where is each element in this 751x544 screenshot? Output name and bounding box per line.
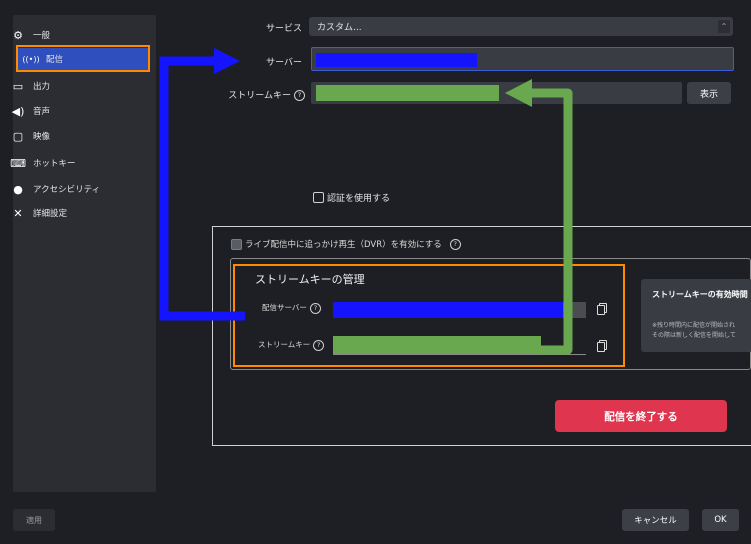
server-label: サーバー bbox=[266, 58, 302, 68]
sidebar-item-label: アクセシビリティ bbox=[33, 185, 101, 195]
help-icon[interactable]: ? bbox=[309, 302, 321, 314]
dvr-label: ライブ配信中に追っかけ再生（DVR）を有効にする? bbox=[245, 238, 461, 250]
sidebar-item-video[interactable]: ▢ 映像 bbox=[5, 125, 137, 147]
settings-sidebar bbox=[13, 15, 156, 492]
stream-key-manage-title: ストリームキーの管理 bbox=[255, 273, 365, 286]
chevron-updown-icon: ⌃ bbox=[718, 20, 730, 33]
manage-stream-key-field[interactable] bbox=[333, 336, 586, 355]
output-icon: ▭ bbox=[12, 79, 24, 93]
service-label: サービス bbox=[265, 24, 302, 34]
stream-key-input[interactable] bbox=[311, 82, 682, 104]
copy-icon[interactable] bbox=[597, 340, 607, 352]
sidebar-item-label: 音声 bbox=[33, 107, 51, 117]
blue-arrow-path bbox=[159, 56, 245, 321]
sidebar-item-output[interactable]: ▭ 出力 bbox=[5, 75, 137, 97]
sidebar-item-label: 一般 bbox=[33, 31, 51, 41]
manage-stream-key-redaction bbox=[333, 336, 541, 354]
broadcast-icon: ((•)) bbox=[22, 54, 40, 64]
copy-icon[interactable] bbox=[597, 303, 607, 315]
use-auth-checkbox[interactable] bbox=[313, 192, 324, 203]
sidebar-item-hotkeys[interactable]: ⌨ ホットキー bbox=[5, 152, 137, 174]
validity-title: ストリームキーの有効時間 bbox=[652, 290, 748, 299]
sidebar-item-label: 配信 bbox=[46, 55, 64, 65]
accessibility-icon: ● bbox=[13, 182, 23, 196]
sidebar-item-label: 出力 bbox=[33, 82, 51, 92]
stream-key-validity-panel bbox=[641, 279, 751, 352]
distribution-server-label: 配信サーバー? bbox=[262, 302, 321, 314]
sidebar-item-advanced[interactable]: ✕ 詳細設定 bbox=[5, 202, 137, 224]
use-auth-label: 認証を使用する bbox=[327, 194, 391, 204]
highlight-box-stream bbox=[16, 45, 150, 72]
service-value: カスタム... bbox=[317, 23, 362, 33]
stream-key-label: ストリームキー? bbox=[222, 88, 305, 101]
distribution-server-redaction bbox=[333, 302, 563, 318]
sidebar-item-audio[interactable]: ◀) 音声 bbox=[5, 100, 137, 122]
validity-note-2: その際は新しく配信を開始して bbox=[652, 332, 736, 339]
green-arrow-path bbox=[528, 88, 573, 355]
server-value-redaction bbox=[316, 53, 477, 67]
end-stream-button[interactable]: 配信を終了する bbox=[555, 400, 727, 432]
blue-arrowhead bbox=[214, 48, 240, 74]
help-icon[interactable]: ? bbox=[294, 90, 305, 101]
manage-stream-key-label-text: ストリームキー bbox=[258, 340, 311, 349]
dvr-checkbox[interactable] bbox=[231, 239, 242, 250]
manage-stream-key-label: ストリームキー? bbox=[258, 339, 325, 351]
sidebar-item-accessibility[interactable]: ● アクセシビリティ bbox=[5, 178, 137, 200]
validity-note-1: ※残り時間内に配信が開始され bbox=[652, 322, 736, 329]
keyboard-icon: ⌨ bbox=[10, 156, 26, 170]
sidebar-item-general[interactable]: ⚙ 一般 bbox=[5, 24, 137, 46]
monitor-icon: ▢ bbox=[12, 129, 24, 143]
gear-icon: ⚙ bbox=[13, 28, 23, 42]
sidebar-item-label: 映像 bbox=[33, 132, 51, 142]
sidebar-item-label: 詳細設定 bbox=[33, 209, 68, 219]
help-icon[interactable]: ? bbox=[313, 339, 325, 351]
sidebar-item-label: ホットキー bbox=[33, 159, 76, 169]
apply-button[interactable]: 適用 bbox=[13, 509, 55, 531]
sidebar-item-stream[interactable]: ((•)) 配信 bbox=[18, 48, 148, 70]
speaker-icon: ◀) bbox=[11, 104, 25, 118]
help-icon[interactable]: ? bbox=[449, 239, 461, 250]
service-select[interactable]: カスタム... ⌃ bbox=[309, 17, 733, 36]
ok-button[interactable]: OK bbox=[702, 509, 739, 531]
stream-key-label-text: ストリームキー bbox=[228, 91, 291, 101]
cancel-button[interactable]: キャンセル bbox=[622, 509, 689, 531]
tools-icon: ✕ bbox=[13, 206, 23, 220]
green-arrowhead bbox=[505, 79, 532, 107]
show-button[interactable]: 表示 bbox=[687, 82, 731, 104]
dvr-label-text: ライブ配信中に追っかけ再生（DVR）を有効にする bbox=[245, 240, 442, 250]
distribution-server-label-text: 配信サーバー bbox=[262, 303, 307, 312]
stream-key-value-redaction bbox=[316, 85, 499, 101]
server-input[interactable] bbox=[311, 47, 734, 71]
